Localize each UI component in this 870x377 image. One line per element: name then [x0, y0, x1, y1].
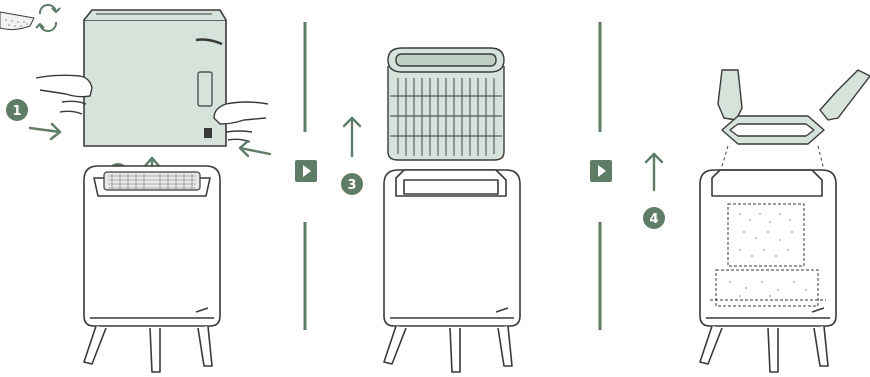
panel-step-1-2: 1 2: [0, 5, 270, 372]
purifier-cover: [84, 10, 226, 146]
step-3-badge: 3: [341, 173, 363, 195]
panel-step-4: 4: [643, 70, 870, 372]
panel-step-3: 3: [341, 48, 520, 372]
rotate-icon: [36, 5, 60, 31]
step-3-number: 3: [347, 178, 356, 193]
arrow-left-icon: [240, 141, 270, 156]
arrow-up-icon: [646, 154, 662, 190]
fabric-swatch: [0, 12, 34, 30]
step-4-badge: 4: [643, 207, 665, 229]
inner-frame: [722, 116, 824, 144]
purifier-body: [84, 166, 220, 372]
step-4-number: 4: [649, 212, 658, 227]
divider-2: [590, 22, 612, 330]
step-1-badge: 1: [6, 99, 28, 121]
lifting-hands: [718, 70, 870, 120]
arrow-right-icon: [30, 124, 60, 139]
purifier-body-transparent: [700, 170, 836, 372]
step-1-number: 1: [12, 104, 21, 119]
divider-1: [295, 22, 317, 330]
filter-cartridge: [388, 48, 504, 160]
purifier-body-open: [384, 170, 520, 372]
arrow-up-icon: [344, 118, 360, 156]
